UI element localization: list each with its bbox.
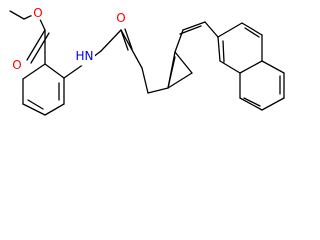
- naphthalene-ring: [217, 22, 285, 111]
- methyl-ester-group: [9, 10, 50, 65]
- ester-single-oxygen-atom: O: [31, 6, 45, 20]
- amide-nitrogen-label: N: [85, 49, 94, 63]
- carbonyl-oxygen-atom: O: [113, 10, 129, 26]
- amide-linker: [63, 28, 133, 79]
- ester-double-oxygen-atom: O: [10, 58, 24, 72]
- amide-hydrogen-label: H: [75, 49, 84, 63]
- carbonyl-oxygen-label: O: [116, 11, 125, 25]
- cyclopropane-ring: [167, 51, 193, 89]
- molecule-drawing: O H N O O: [9, 6, 285, 116]
- ester-double-oxygen-label: O: [12, 58, 21, 72]
- alkyl-chain: [120, 29, 169, 94]
- ester-single-oxygen-label: O: [33, 6, 42, 20]
- benzoate-ring: [22, 63, 65, 116]
- vinyl-linker: [174, 21, 219, 53]
- structure-canvas: O H N O O: [9, 6, 285, 116]
- amide-nitrogen-atom: H N: [75, 46, 95, 66]
